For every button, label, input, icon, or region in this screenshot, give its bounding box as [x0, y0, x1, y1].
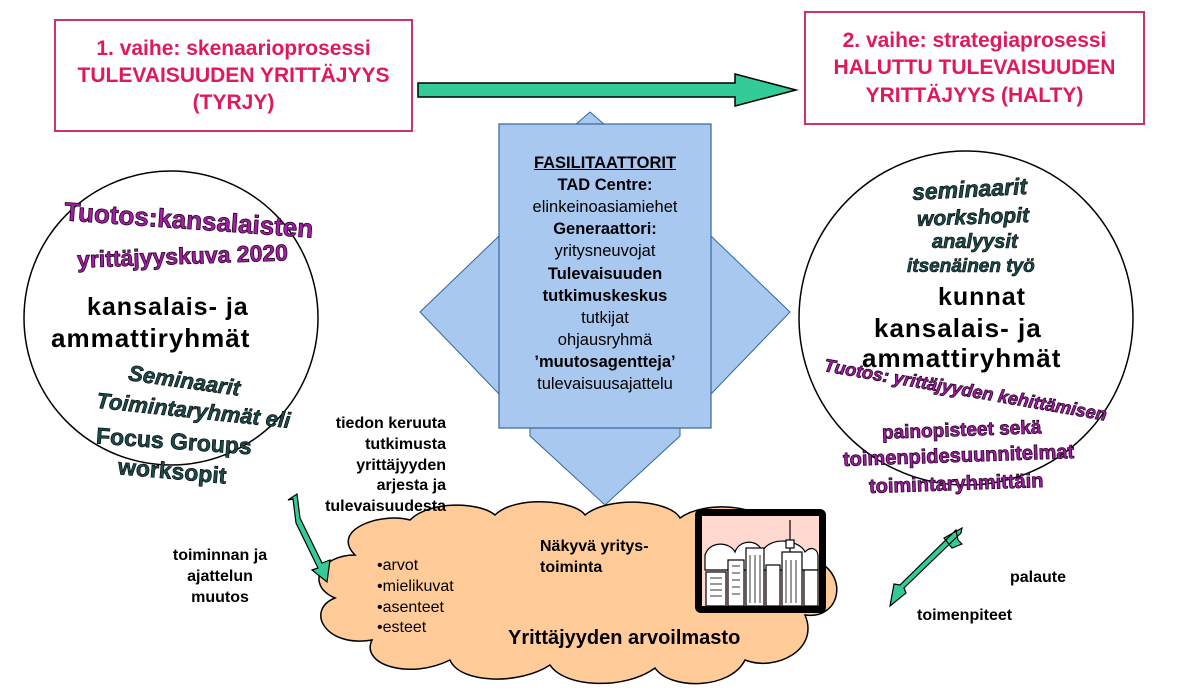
facilitator-box	[498, 123, 712, 429]
city-windows	[710, 555, 797, 603]
phase2-line2: HALUTTU TULEVAISUUDEN	[833, 56, 1116, 80]
futures-thinking-role: tulevaisuusajattelu	[537, 375, 673, 394]
tad-centre-label: TAD Centre:	[557, 176, 653, 195]
tad-centre-role: elinkeinoasiamiehet	[532, 198, 678, 217]
change-agents-label: ’muutosagentteja’	[534, 352, 676, 371]
phase1-line1: 1. vaihe: skenaarioprosessi	[96, 36, 371, 60]
phase1-line2: TULEVAISUUDEN YRITTÄJYYS	[77, 63, 390, 87]
left-groups-line1: kansalais- ja	[87, 293, 249, 321]
up-arrow-head	[573, 111, 607, 126]
cloud-item-values: •arvot	[377, 557, 419, 574]
visible-business-line2: toiminta	[540, 558, 603, 576]
change-line1: toiminnan ja	[172, 547, 268, 564]
generaattori-role: yritysneuvojat	[554, 242, 656, 261]
feedback-double-arrow	[889, 526, 964, 608]
right-arrow	[710, 234, 791, 396]
research-line2: tutkimusta	[365, 435, 446, 453]
change-line2: ajattelun	[187, 567, 253, 585]
generaattori-label: Generaattori:	[553, 220, 657, 239]
process-arrow	[417, 73, 799, 107]
visible-business-line1: Näkyvä yritys-	[540, 538, 649, 555]
right-independent-work: itsenäinen työ	[907, 256, 1035, 278]
right-groups-line1: kansalais- ja	[874, 313, 1042, 343]
facilitators-text: FASILITAATTORIT TAD Centre: elinkeinoasi…	[499, 152, 711, 395]
actions-label: toimenpiteet	[917, 607, 1013, 624]
cloud-values-list: •arvot •mielikuvat •asenteet •esteet	[377, 556, 454, 639]
change-line3: muutos	[191, 588, 249, 606]
right-groups-line2: ammattiryhmät	[862, 343, 1062, 373]
cloud-item-attitudes: •asenteet	[377, 598, 444, 616]
research-centre-label-2: tutkimuskeskus	[542, 286, 668, 305]
research-line3: yrittäjyyden	[356, 456, 446, 474]
change-label: toiminnan ja ajattelun muutos	[150, 546, 290, 608]
left-groups-line2: ammattiryhmät	[51, 323, 251, 353]
phase2-line3: YRITTÄJYYS (HALTY)	[865, 83, 1084, 107]
facilitators-heading: FASILITAATTORIT	[533, 154, 677, 172]
research-centre-label-1: Tulevaisuuden	[547, 264, 663, 283]
research-label: tiedon keruuta tutkimusta yrittäjyyden a…	[318, 414, 446, 518]
down-arrow	[529, 427, 681, 506]
researchers-role: tutkijat	[581, 308, 629, 327]
right-process-circle	[798, 150, 1134, 486]
feedback-label: palaute	[1010, 569, 1067, 586]
right-workshops: workshopit	[916, 204, 1030, 231]
left-process-circle	[23, 170, 319, 466]
phase1-line3: (TYRJY)	[192, 91, 275, 115]
steering-group-role: ohjausryhmä	[557, 330, 653, 349]
phase2-line1: 2. vaihe: strategiaprosessi	[842, 29, 1107, 53]
change-double-arrow	[287, 492, 331, 584]
left-arrow	[419, 234, 500, 396]
cloud-item-images: •mielikuvat	[377, 577, 454, 595]
right-analyses: analyysit	[932, 231, 1018, 254]
phase1-box: 1. vaihe: skenaarioprosessi TULEVAISUUDE…	[54, 19, 413, 132]
cloud-item-barriers: •esteet	[377, 619, 427, 637]
research-line1: tiedon keruuta	[335, 415, 446, 432]
right-municipalities: kunnat	[938, 283, 1026, 311]
research-line4: arjesta ja	[376, 477, 446, 495]
research-line5: tulevaisuudesta	[325, 498, 446, 516]
phase2-box: 2. vaihe: strategiaprosessi HALUTTU TULE…	[804, 11, 1145, 125]
city-skyline-icon	[704, 520, 819, 607]
visible-business-label: Näkyvä yritys- toiminta	[540, 537, 649, 579]
cloud-title: Yrittäjyyden arvoilmasto	[508, 627, 741, 649]
